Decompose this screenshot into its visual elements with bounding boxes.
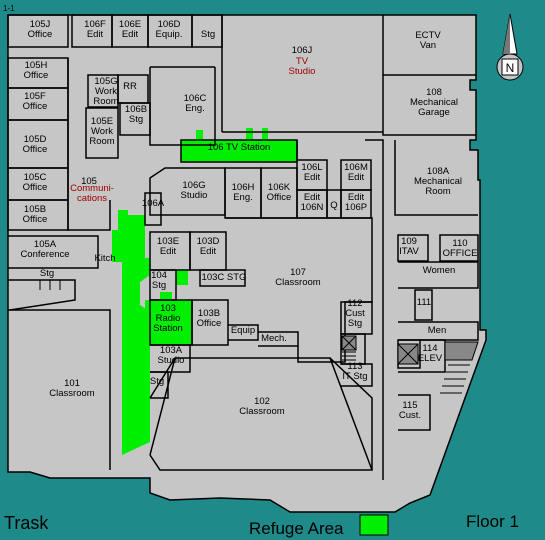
walls <box>7 14 479 480</box>
room-label-r105: 105 <box>81 176 97 187</box>
legend-swatch <box>359 514 389 536</box>
refuge-corridor <box>112 210 150 455</box>
room-label-r106j: 106J <box>292 45 313 56</box>
legend-label: Refuge Area <box>249 519 344 538</box>
compass-letter: N <box>506 61 515 75</box>
room-label-r106-tv: 106 TV Station <box>208 142 271 153</box>
room-label-r106a: 106A <box>142 198 165 209</box>
room-label-equip: Equip <box>231 325 255 336</box>
elevator-stairs <box>341 335 479 365</box>
building-outline <box>7 14 487 513</box>
building-name: Trask <box>4 513 49 533</box>
room-label-stg-top: Stg <box>201 29 215 40</box>
floor-label: Floor 1 <box>466 512 519 531</box>
room-label-mech: Mech. <box>261 333 287 344</box>
room-label-stg-sw: Stg <box>40 268 54 279</box>
refuge-area-group <box>112 128 297 455</box>
room-label-r103c: 103C STG <box>202 272 247 283</box>
corner-label: 1-1 <box>3 4 15 13</box>
room-label-men: Men <box>428 325 446 336</box>
room-label-q: Q <box>330 200 337 211</box>
stair-lines <box>39 280 470 394</box>
room-label-r111: 111 <box>417 297 431 308</box>
refuge-104-door <box>176 270 188 285</box>
room-label-rr: RR <box>123 81 137 92</box>
room-label-r105-comm: Communi-cations <box>70 183 114 204</box>
compass: N <box>496 13 524 81</box>
room-label-stg-103: Stg <box>150 376 164 387</box>
room-label-kitch: Kitch <box>94 253 115 264</box>
refuge-103-radio-station <box>145 292 192 345</box>
refuge-106-tv-station <box>181 128 297 162</box>
room-label-women: Women <box>423 265 456 276</box>
